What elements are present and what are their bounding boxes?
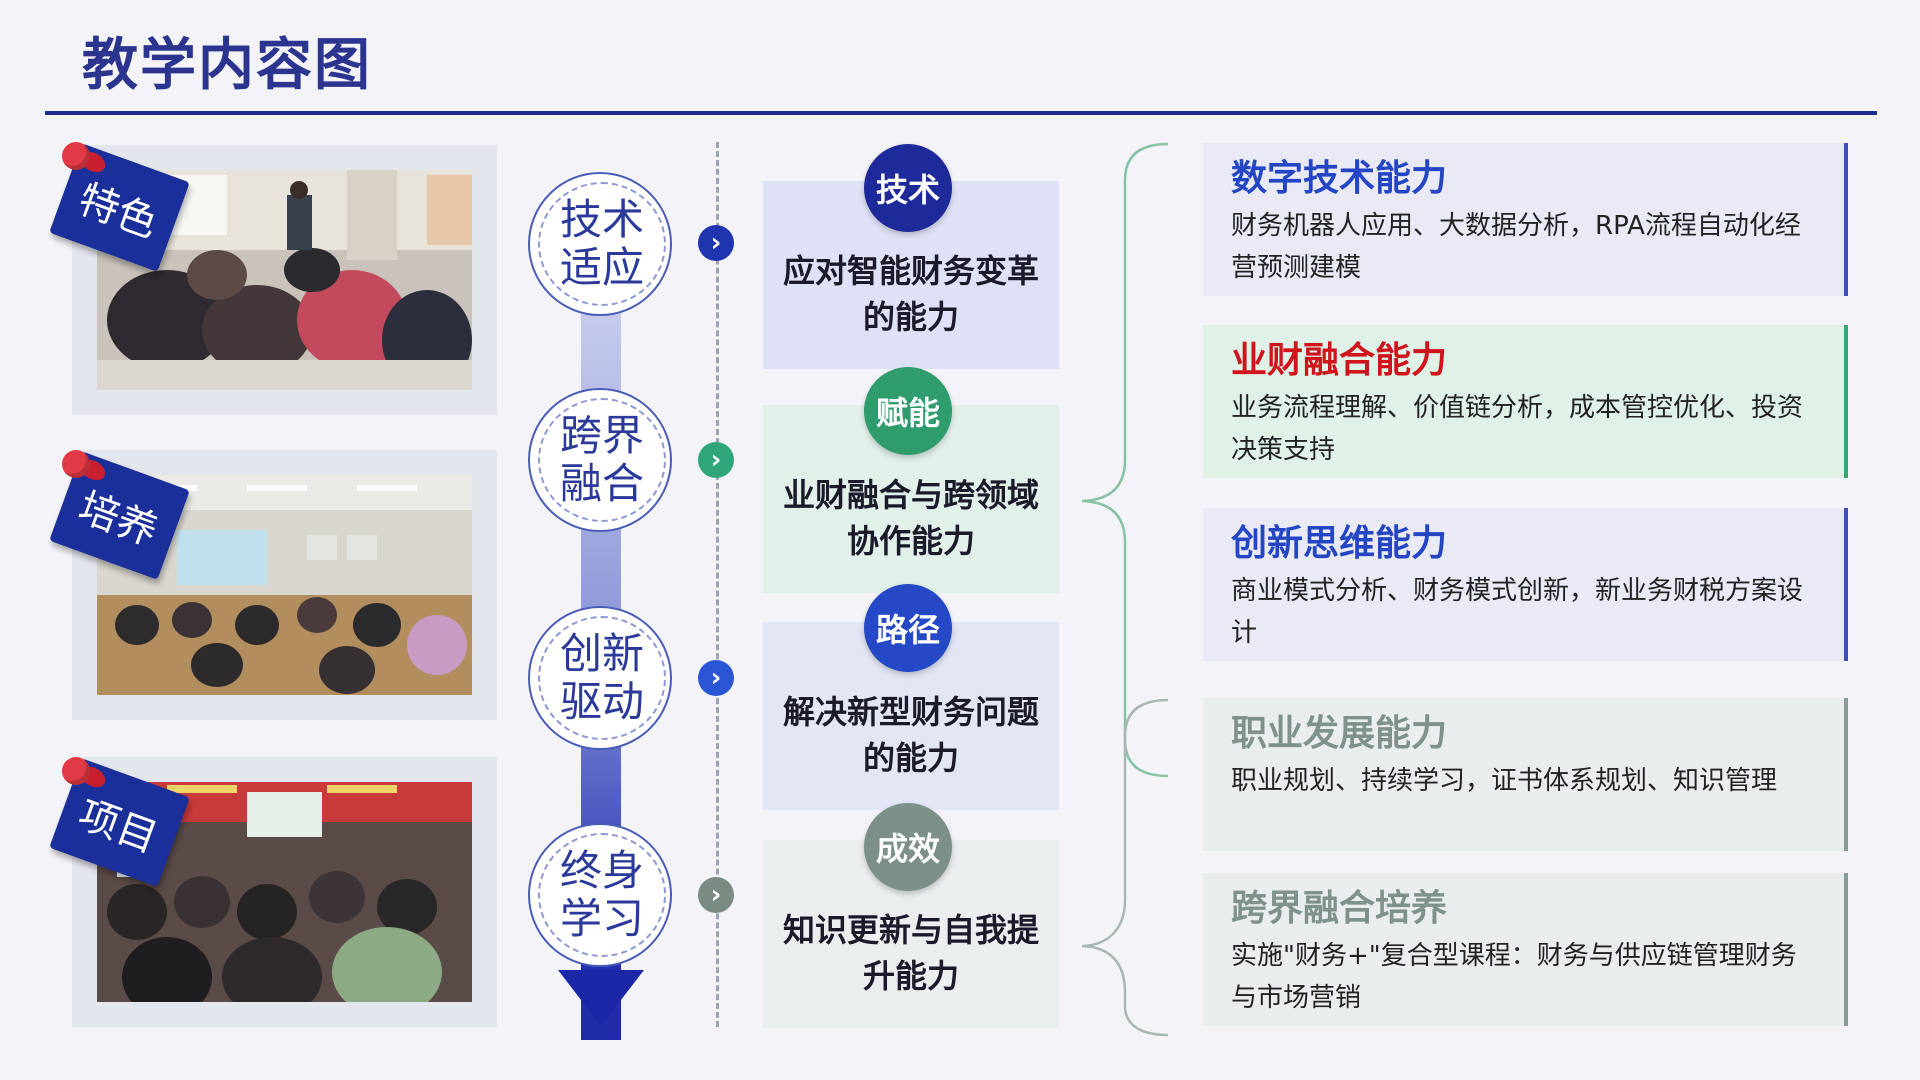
timeline-node-innovate: 创新 驱动 <box>528 606 672 750</box>
timeline-node-cross: 跨界 融合 <box>528 388 672 532</box>
mid-card-2-text: 业财融合与跨领域协作能力 <box>782 476 1039 560</box>
ability-card-career-title: 职业发展能力 <box>1231 713 1448 754</box>
brace-icons <box>1081 142 1169 1037</box>
lower-brace <box>1081 698 1169 1037</box>
ability-card-career-body: 职业规划、持续学习，证书体系规划、知识管理 <box>1231 766 1778 796</box>
ability-card-innovation: 创新思维能力 商业模式分析、财务模式创新，新业务财税方案设计 <box>1203 508 1848 661</box>
page-title: 教学内容图 <box>82 33 372 98</box>
mid-card-1-text: 应对智能财务变革的能力 <box>782 252 1039 336</box>
ability-card-crossborder-title: 跨界融合培养 <box>1231 888 1448 929</box>
mid-badge-4: 成效 <box>864 803 952 891</box>
ability-card-digital-body: 财务机器人应用、大数据分析，RPA流程自动化经营预测建模 <box>1231 211 1801 283</box>
timeline-node-cross-label: 跨界 融合 <box>559 411 644 508</box>
ability-card-crossborder: 跨界融合培养 实施"财务+"复合型课程：财务与供应链管理财务与市场营销 <box>1203 873 1848 1026</box>
chevron-right-icon-2: › <box>698 442 734 478</box>
ability-card-integration-title: 业财融合能力 <box>1231 340 1448 381</box>
ability-card-digital-title: 数字技术能力 <box>1231 158 1448 199</box>
ability-card-crossborder-body: 实施"财务+"复合型课程：财务与供应链管理财务与市场营销 <box>1231 941 1797 1013</box>
timeline-node-innovate-label: 创新 驱动 <box>559 629 644 726</box>
ability-card-integration: 业财融合能力 业务流程理解、价值链分析，成本管控优化、投资决策支持 <box>1203 325 1848 478</box>
dashed-separator <box>716 142 719 1027</box>
title-divider <box>45 111 1877 115</box>
ability-card-digital-bar <box>1844 143 1848 296</box>
pin-3-icon <box>62 757 90 785</box>
chevron-right-icon-3: › <box>698 660 734 696</box>
ability-card-integration-bar <box>1844 325 1848 478</box>
ability-card-innovation-bar <box>1844 508 1848 661</box>
chevron-right-icon-1: › <box>698 225 734 261</box>
chevron-right-icon-4: › <box>698 877 734 913</box>
ability-card-career-bar <box>1844 698 1848 851</box>
ability-card-innovation-body: 商业模式分析、财务模式创新，新业务财税方案设计 <box>1231 576 1804 648</box>
ability-card-crossborder-bar <box>1844 873 1848 1026</box>
classroom-photo-3 <box>97 782 472 1002</box>
mid-card-3-text: 解决新型财务问题的能力 <box>782 693 1039 777</box>
timeline-node-lifelong: 终身 学习 <box>528 823 672 967</box>
timeline-arrow-down-icon <box>558 970 644 1026</box>
ability-card-innovation-title: 创新思维能力 <box>1231 523 1448 564</box>
upper-brace <box>1081 142 1169 778</box>
mid-badge-3: 路径 <box>864 584 952 672</box>
ability-card-career: 职业发展能力 职业规划、持续学习，证书体系规划、知识管理 <box>1203 698 1848 851</box>
mid-badge-2: 赋能 <box>864 367 952 455</box>
timeline-node-tech: 技术 适应 <box>528 172 672 316</box>
pin-1-icon <box>62 142 90 170</box>
timeline-node-tech-label: 技术 适应 <box>559 195 644 292</box>
mid-badge-1: 技术 <box>864 144 952 232</box>
ability-card-integration-body: 业务流程理解、价值链分析，成本管控优化、投资决策支持 <box>1231 393 1804 465</box>
photo-frame-1 <box>72 145 497 415</box>
timeline-node-lifelong-label: 终身 学习 <box>559 846 644 943</box>
mid-card-4-text: 知识更新与自我提升能力 <box>782 911 1039 995</box>
ability-card-digital: 数字技术能力 财务机器人应用、大数据分析，RPA流程自动化经营预测建模 <box>1203 143 1848 296</box>
pin-2-icon <box>62 450 90 478</box>
